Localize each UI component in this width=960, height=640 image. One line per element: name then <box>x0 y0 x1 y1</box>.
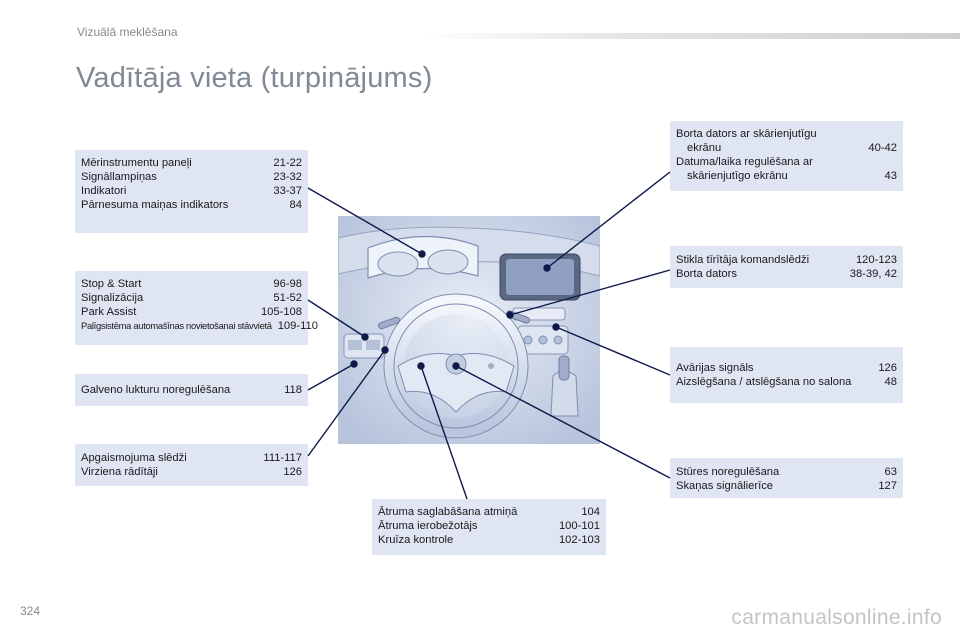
page-title: Vadītāja vieta (turpinājums) <box>76 62 433 94</box>
ref-row: Palīgsistēma automašīnas novietošanai st… <box>81 320 318 332</box>
dashboard-illustration <box>338 216 600 444</box>
ref-row: Datuma/laika regulēšana ar <box>676 156 813 168</box>
ref-row: Borta dators ar skārienjutīgu <box>676 128 817 140</box>
header-bar <box>420 33 960 39</box>
page-number: 324 <box>20 604 41 618</box>
section-header: Vizuālā meklēšana <box>77 25 178 39</box>
watermark: carmanualsonline.info <box>731 606 942 629</box>
